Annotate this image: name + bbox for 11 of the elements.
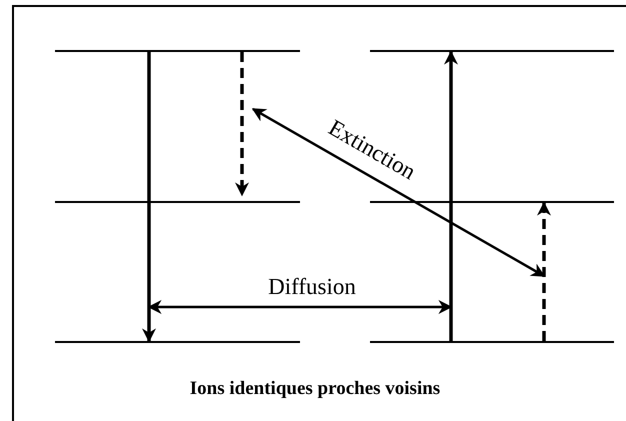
arrow: [142, 52, 156, 342]
caption: Ions identiques proches voisins: [188, 377, 442, 401]
arrow: [235, 52, 249, 196]
energy-level-line: [370, 341, 614, 343]
energy-level-line: [55, 341, 300, 343]
energy-level-line: [55, 201, 300, 203]
energy-level-line: [370, 50, 614, 52]
energy-level-line: [55, 50, 300, 52]
arrow: [444, 50, 458, 341]
energy-level-line: [370, 201, 614, 203]
arrow: [537, 202, 551, 341]
